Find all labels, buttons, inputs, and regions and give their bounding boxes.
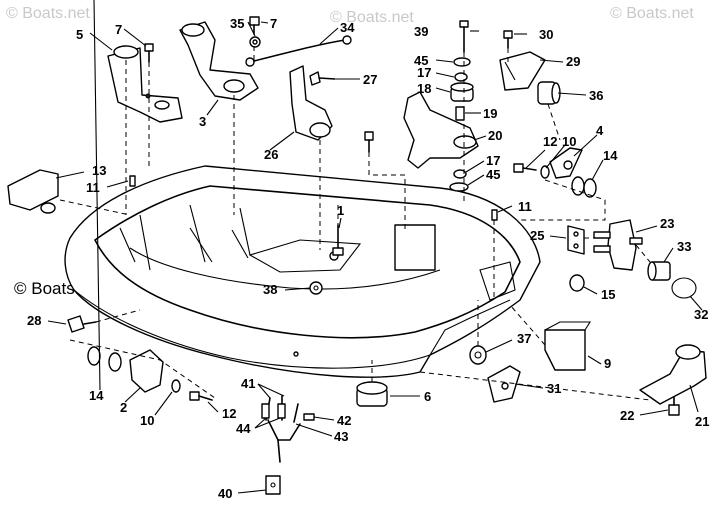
bolt-left-20 xyxy=(364,131,374,153)
callout-19: 19 xyxy=(483,106,497,121)
screw-12a xyxy=(513,163,537,173)
screw-28 xyxy=(67,315,97,333)
callout-44: 44 xyxy=(236,421,251,436)
screw-12b xyxy=(189,391,213,401)
callout-14b: 14 xyxy=(89,388,104,403)
callout-11b: 11 xyxy=(518,199,532,214)
callout-36: 36 xyxy=(589,88,603,103)
bracket-9 xyxy=(544,321,591,371)
bracket-21 xyxy=(639,344,707,405)
callout-39: 39 xyxy=(414,24,428,39)
callout-37: 37 xyxy=(517,331,531,346)
callout-38: 38 xyxy=(263,282,277,297)
watermark-top-left: © Boats.net xyxy=(6,5,90,22)
callout-3: 3 xyxy=(199,114,206,129)
callout-10a: 10 xyxy=(562,134,576,149)
callout-40: 40 xyxy=(218,486,232,501)
callout-25: 25 xyxy=(530,228,544,243)
callout-23: 23 xyxy=(660,216,674,231)
plate-25 xyxy=(567,225,585,255)
clip-ring-32 xyxy=(671,277,697,299)
bracket-23 xyxy=(593,219,643,271)
callout-42: 42 xyxy=(337,413,351,428)
grommet-6 xyxy=(356,381,388,407)
callout-2: 2 xyxy=(120,400,127,415)
callout-12b: 12 xyxy=(222,406,236,421)
bracket-5 xyxy=(107,45,183,123)
bracket-26 xyxy=(289,65,333,141)
callout-17b: 17 xyxy=(486,153,500,168)
callout-7b: 7 xyxy=(270,16,277,31)
callout-27: 27 xyxy=(363,72,377,87)
screw-27 xyxy=(309,71,336,86)
callout-45b: 45 xyxy=(486,167,500,182)
screw-30 xyxy=(503,30,513,49)
callout-32: 32 xyxy=(694,307,708,322)
callout-10b: 10 xyxy=(140,413,154,428)
washer-10a xyxy=(540,165,550,179)
watermark-top-center: © Boats.net xyxy=(330,9,414,26)
bracket-31 xyxy=(487,365,521,403)
callout-6: 6 xyxy=(424,389,431,404)
callout-13: 13 xyxy=(92,163,106,178)
callout-18: 18 xyxy=(417,81,431,96)
callout-45a: 45 xyxy=(414,53,428,68)
callout-43: 43 xyxy=(334,429,348,444)
callout-7a: 7 xyxy=(115,22,122,37)
bolt-39 xyxy=(459,20,469,53)
ground-wire-34 xyxy=(245,35,352,67)
callout-4: 4 xyxy=(596,123,604,138)
callout-12a: 12 xyxy=(543,134,557,149)
bracket-3 xyxy=(179,21,259,101)
bracket-2 xyxy=(129,349,164,393)
bolt-1 xyxy=(332,224,344,256)
assembly-lines xyxy=(59,46,651,401)
screw-7b xyxy=(249,16,260,35)
washers-14b xyxy=(87,346,122,372)
washer-35 xyxy=(249,36,261,48)
bracket-29 xyxy=(499,51,546,91)
watermark-top-right: © Boats.net xyxy=(610,5,694,22)
callout-35: 35 xyxy=(230,16,244,31)
lever-13 xyxy=(7,169,59,214)
callout-33: 33 xyxy=(677,239,691,254)
grommet-37 xyxy=(469,345,487,365)
wire-harness xyxy=(261,395,315,495)
callout-26: 26 xyxy=(264,147,278,162)
callout-28: 28 xyxy=(27,313,41,328)
callout-5: 5 xyxy=(76,27,83,42)
washers-14a xyxy=(571,176,597,198)
callout-11a: 11 xyxy=(86,180,100,195)
callout-1: 1 xyxy=(337,203,344,218)
washer-45a xyxy=(453,57,471,67)
callout-14a: 14 xyxy=(603,148,618,163)
grommet-18 xyxy=(450,82,474,102)
callout-20: 20 xyxy=(488,128,502,143)
callout-31: 31 xyxy=(547,381,561,396)
pin-11a xyxy=(129,175,136,187)
callout-30: 30 xyxy=(539,27,553,42)
sleeve-19 xyxy=(455,106,465,121)
callout-9: 9 xyxy=(604,356,611,371)
callout-29: 29 xyxy=(566,54,580,69)
callout-22: 22 xyxy=(620,408,634,423)
bracket-20 xyxy=(403,91,479,169)
washer-10b xyxy=(171,379,181,393)
plug-15 xyxy=(569,274,585,292)
callout-21: 21 xyxy=(695,414,709,429)
callout-34: 34 xyxy=(340,20,355,35)
bushing-33 xyxy=(647,261,671,281)
leader-lines xyxy=(47,0,703,494)
nut-17b xyxy=(453,169,467,179)
screw-7a xyxy=(144,43,154,63)
callout-41: 41 xyxy=(241,376,255,391)
callout-17a: 17 xyxy=(417,65,431,80)
callout-15: 15 xyxy=(601,287,615,302)
